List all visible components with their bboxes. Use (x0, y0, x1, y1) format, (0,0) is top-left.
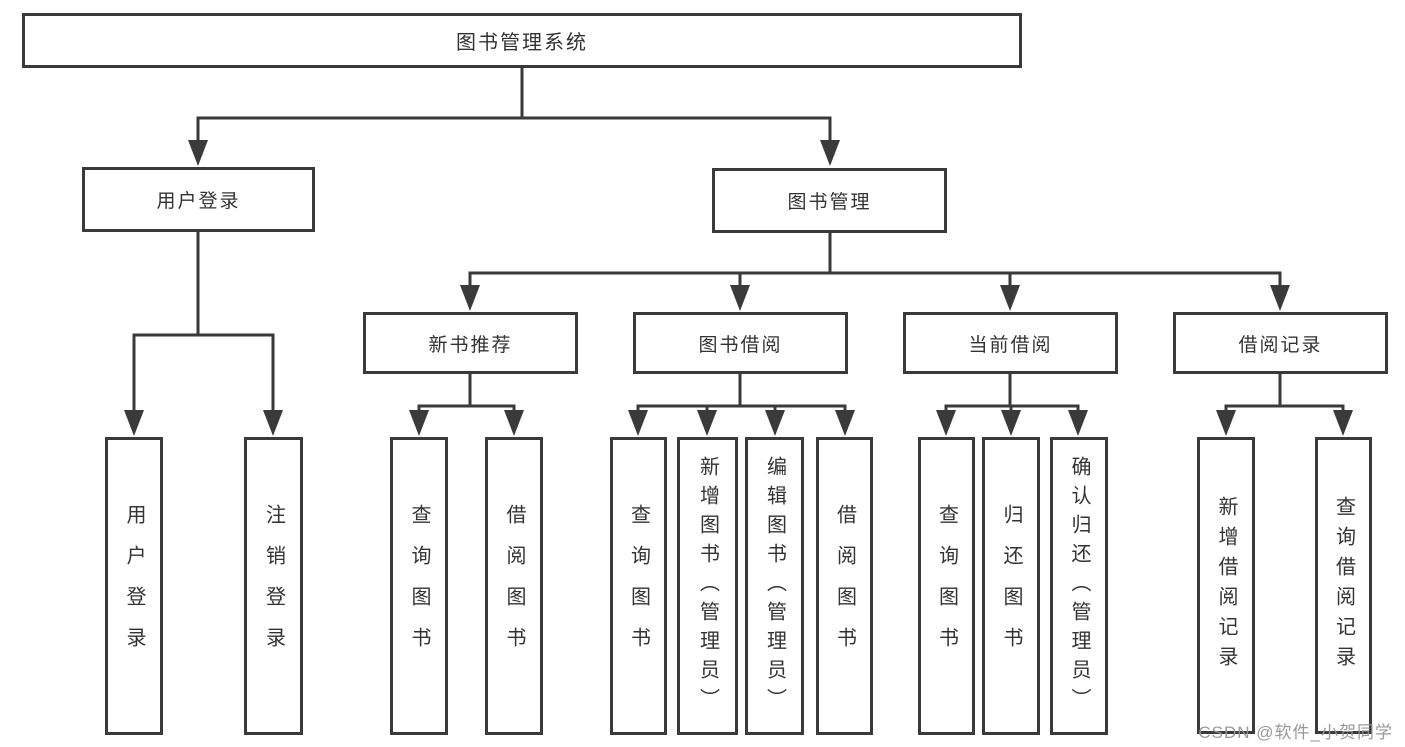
arrowhead (1068, 410, 1088, 436)
arrowhead (263, 410, 283, 436)
csdn-watermark: CSDN @软件_小贺同学 (1198, 723, 1393, 742)
arrowhead (1000, 285, 1020, 311)
arrowhead (124, 410, 144, 436)
arrowhead (1001, 410, 1021, 436)
connector-userlogin-children (124, 232, 283, 436)
leaf-query-borrow-record: 查询借阅记录 (1315, 437, 1372, 734)
arrowhead (697, 410, 717, 436)
connector-root-to-level2 (188, 68, 840, 166)
leaf-confirm-return-admin: 确认归还（管理员） (1050, 437, 1108, 735)
arrowhead (936, 410, 956, 436)
node-book-management: 图书管理 (712, 168, 947, 233)
connector-line (132, 333, 275, 412)
node-root-title: 图书管理系统 (22, 13, 1022, 68)
arrowhead (1333, 410, 1353, 436)
leaf-recommend-borrow-book: 借阅图书 (485, 437, 543, 735)
connector-line (1224, 404, 1345, 413)
arrowhead (504, 410, 524, 436)
arrowhead (820, 140, 840, 166)
arrowhead (188, 140, 208, 166)
arrowhead (628, 410, 648, 436)
connector-bookmgmt-to-level3 (460, 233, 1290, 311)
node-borrow-records: 借阅记录 (1173, 312, 1388, 374)
node-book-borrow: 图书借阅 (633, 312, 848, 374)
connector-borrow-children (628, 374, 855, 436)
arrowhead (730, 285, 750, 311)
node-current-borrow: 当前借阅 (903, 312, 1118, 374)
leaf-borrow-query-book: 查询图书 (610, 437, 667, 735)
node-user-login: 用户登录 (82, 167, 315, 232)
node-new-book-recommend: 新书推荐 (363, 312, 578, 374)
arrowhead (835, 410, 855, 436)
arrowhead (1270, 285, 1290, 311)
connector-line (417, 404, 516, 413)
arrowhead (460, 285, 480, 311)
connector-current-children (936, 374, 1088, 436)
connector-line (468, 271, 1282, 288)
leaf-logout: 注销登录 (244, 437, 303, 735)
leaf-current-query-book: 查询图书 (918, 437, 975, 735)
connector-recommend-children (409, 374, 524, 436)
leaf-recommend-query-book: 查询图书 (390, 437, 448, 735)
arrowhead (765, 410, 785, 436)
arrowhead (409, 410, 429, 436)
leaf-user-login: 用户登录 (105, 437, 163, 735)
connector-records-children (1216, 374, 1353, 436)
leaf-edit-book-admin: 编辑图书（管理员） (745, 437, 804, 735)
connector-line (636, 404, 847, 413)
leaf-return-book: 归还图书 (982, 437, 1040, 735)
arrowhead (1216, 410, 1236, 436)
leaf-add-borrow-record: 新增借阅记录 (1197, 437, 1255, 734)
leaf-add-book-admin: 新增图书（管理员） (677, 437, 738, 735)
connector-line (196, 116, 832, 144)
leaf-borrow-borrow-book: 借阅图书 (816, 437, 873, 735)
